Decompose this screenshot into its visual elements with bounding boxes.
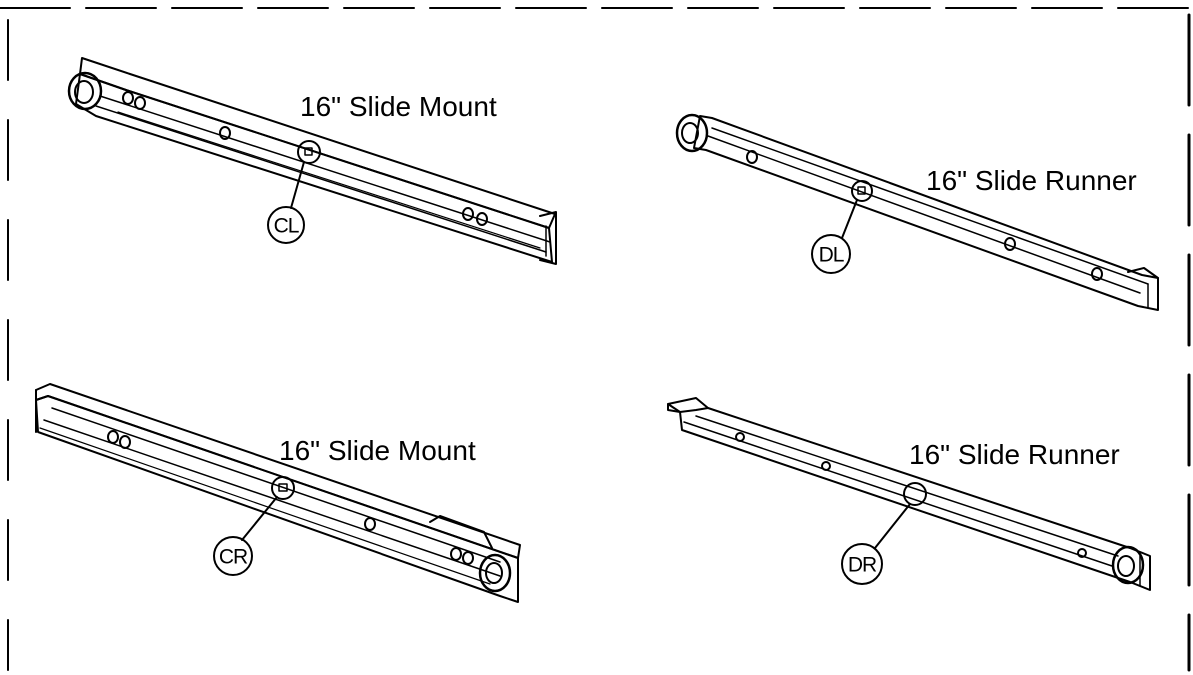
leader-line bbox=[841, 199, 858, 239]
mounting-hole bbox=[364, 517, 376, 531]
callout-circle bbox=[811, 234, 851, 274]
mounting-hole bbox=[1004, 237, 1016, 251]
mounting-hole bbox=[1091, 267, 1103, 281]
callout-circle bbox=[841, 543, 883, 585]
part-title: 16" Slide Runner bbox=[909, 439, 1120, 470]
mounting-hole bbox=[119, 435, 131, 449]
mounting-hole bbox=[107, 430, 119, 444]
callout-ring bbox=[903, 482, 927, 506]
leader-line bbox=[874, 503, 911, 549]
slide-runner-left: DL 16" Slide Runner bbox=[675, 113, 1159, 311]
slide-runner-right: DR 16" Slide Runner bbox=[667, 397, 1151, 591]
mounting-hole bbox=[735, 432, 745, 442]
mounting-hole bbox=[462, 551, 474, 565]
roller-icon bbox=[675, 113, 709, 153]
mounting-hole bbox=[450, 547, 462, 561]
mounting-hole bbox=[122, 91, 134, 105]
callout-ring bbox=[851, 180, 873, 202]
roller-icon bbox=[67, 71, 103, 111]
mounting-hole bbox=[746, 150, 758, 164]
part-title: 16" Slide Runner bbox=[926, 165, 1137, 196]
mounting-hole bbox=[1077, 548, 1087, 558]
slide-mount-right: CR 16" Slide Mount bbox=[35, 383, 521, 603]
mounting-hole bbox=[462, 207, 474, 221]
mounting-hole bbox=[134, 96, 146, 110]
callout-ring bbox=[297, 140, 321, 164]
callout-label: DR bbox=[848, 554, 877, 577]
leader-line bbox=[290, 161, 305, 209]
slide-mount-left: CL 16" Slide Mount bbox=[67, 57, 557, 265]
leader-line bbox=[241, 496, 278, 541]
part-title: 16" Slide Mount bbox=[279, 435, 476, 466]
callout-label: CR bbox=[219, 546, 248, 569]
callout-ring bbox=[271, 476, 295, 500]
mounting-hole bbox=[219, 126, 231, 140]
callout-label: CL bbox=[274, 215, 299, 238]
mounting-hole bbox=[821, 461, 831, 471]
callout-circle bbox=[267, 206, 305, 244]
roller-icon bbox=[1111, 545, 1145, 585]
callout-circle bbox=[213, 536, 253, 576]
part-title: 16" Slide Mount bbox=[300, 91, 497, 122]
mounting-hole bbox=[476, 212, 488, 226]
callout-label: DL bbox=[819, 244, 844, 267]
page-frame bbox=[0, 7, 1193, 672]
roller-icon bbox=[478, 553, 512, 593]
